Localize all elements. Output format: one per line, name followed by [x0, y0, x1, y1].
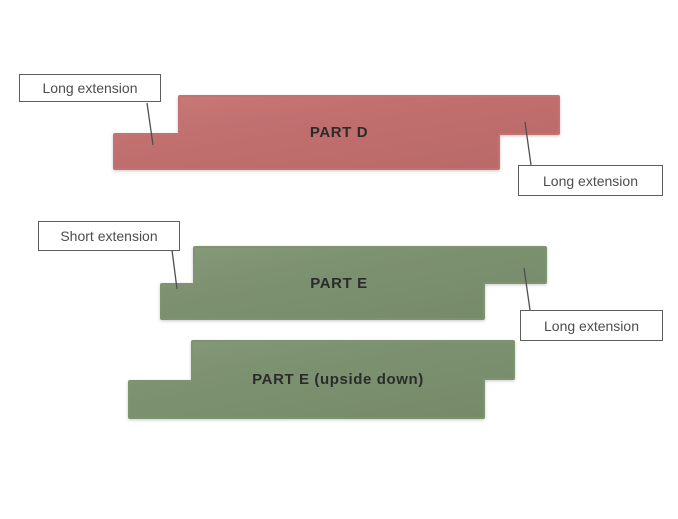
part-d-texture — [115, 97, 558, 168]
callout-long-extension-d-left: Long extension — [19, 74, 161, 102]
part-d-title: PART D — [309, 124, 369, 141]
part-e-upside-down-shape — [128, 340, 515, 419]
callout-short-extension-e-left: Short extension — [38, 221, 180, 251]
part-e-upside-down-texture — [130, 342, 513, 417]
part-e-shape — [160, 246, 547, 320]
part-e-upside-down-title: PART E (upside down) — [252, 371, 424, 388]
callout-long-extension-d-right: Long extension — [518, 165, 663, 196]
callout-label: Short extension — [60, 228, 158, 244]
leader-line-d-right — [524, 121, 532, 166]
part-e-texture — [162, 248, 545, 318]
part-e-title: PART E — [310, 274, 368, 292]
callout-label: Long extension — [543, 172, 638, 189]
part-d-shape — [113, 95, 560, 170]
leader-line-d-left — [146, 102, 154, 146]
callout-label: Long extension — [42, 80, 138, 96]
callout-long-extension-e-right: Long extension — [520, 310, 663, 341]
callout-label: Long extension — [544, 317, 639, 334]
leader-line-e-right — [523, 267, 531, 311]
leader-line-e-left — [171, 249, 178, 290]
